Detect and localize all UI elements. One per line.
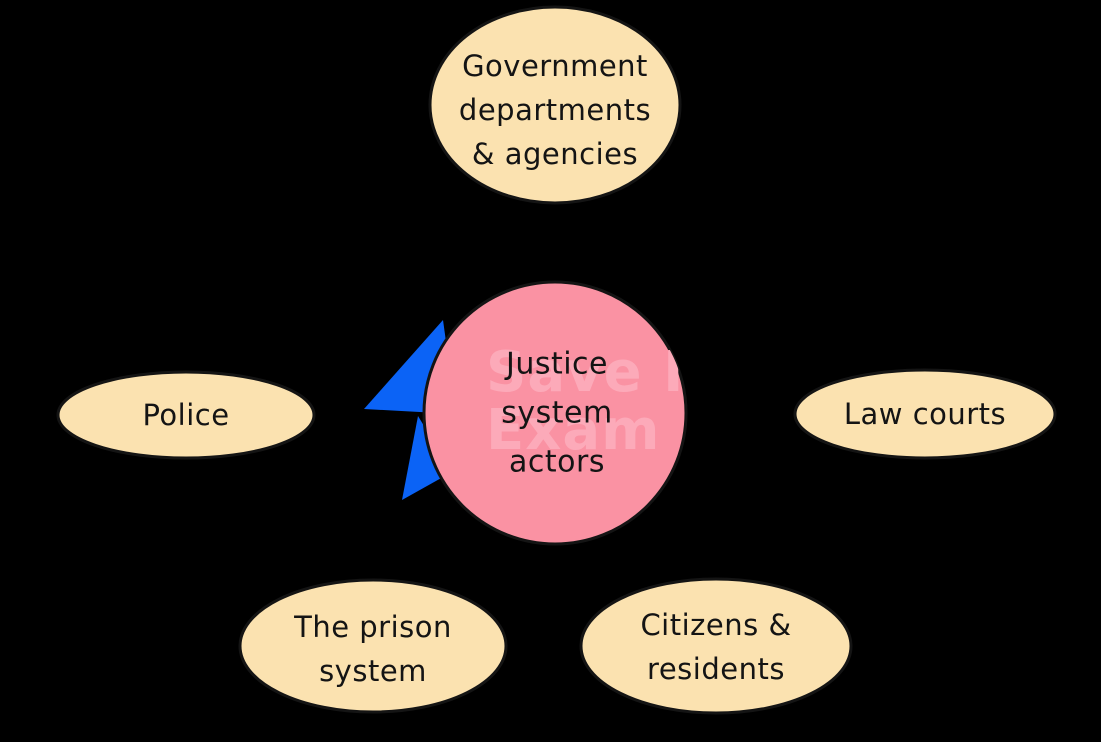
node-ellipse-prison-system [238, 578, 508, 714]
node-ellipse-government [428, 5, 682, 205]
node-ellipse-citizens-residents [579, 577, 853, 715]
node-ellipse-law-courts [793, 368, 1057, 460]
center-node-circle [422, 280, 688, 546]
node-ellipse-police [56, 370, 316, 460]
lightning-bolt-bottom-icon [402, 416, 452, 500]
